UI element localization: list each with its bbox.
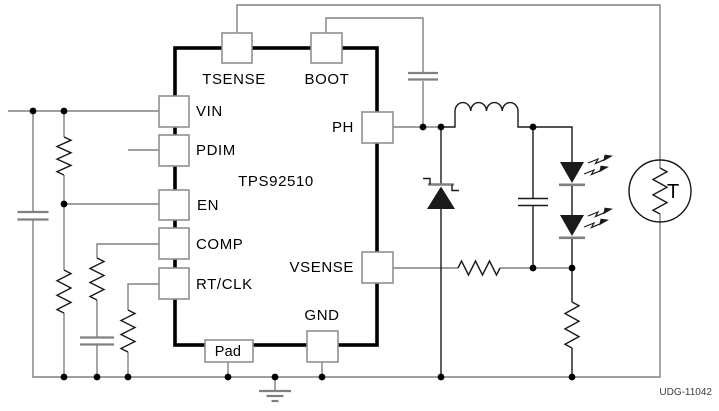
led-top-lead [533, 126, 573, 162]
labels: TSENSE BOOT VIN PDIM EN COMP RT/CLK PH V… [196, 71, 712, 398]
pin-label-rt-clk: RT/CLK [196, 276, 253, 293]
wires [8, 4, 661, 378]
pin-box-vin [158, 95, 190, 128]
pin-label-ph: PH [332, 119, 354, 136]
inductor [441, 101, 533, 128]
ground-rail [32, 214, 661, 378]
thermistor-label: T [667, 181, 679, 203]
led-current-sense-resistor [563, 301, 581, 377]
boot-capacitor [408, 71, 438, 81]
pin-label-comp: COMP [196, 236, 243, 253]
led-2-triangle [560, 215, 584, 236]
pin-box-ph [361, 111, 394, 144]
rt-clk-wire [127, 283, 159, 310]
pin-box-en [158, 189, 190, 221]
schottky-diode [423, 127, 459, 377]
ic-part-number: TPS92510 [238, 173, 314, 190]
tsense-to-thermistor-top-wire [236, 4, 661, 168]
figure-id: UDG-11042 [659, 387, 712, 398]
pin-label-en: EN [197, 197, 219, 214]
pin-label-gnd: GND [304, 307, 339, 324]
comp-capacitor [80, 336, 114, 346]
rt-clk-resistor [119, 309, 137, 353]
pin-box-tsense [221, 32, 253, 64]
led-1-triangle [560, 162, 584, 183]
pin-box-gnd [306, 330, 339, 363]
led-2-light-arrow-2 [583, 218, 610, 229]
schottky-hook-left [423, 177, 431, 185]
led-string [533, 126, 614, 302]
led-2 [559, 207, 614, 240]
schottky-hook-right [451, 184, 459, 192]
earth-ground [259, 377, 291, 403]
led-1-light-arrow-2 [583, 165, 610, 176]
comp-resistor [88, 257, 106, 301]
pad-box [204, 339, 254, 363]
pin-box-boot [310, 32, 343, 64]
boot-wire-upper [325, 17, 424, 72]
thermistor-resistor [651, 167, 669, 215]
pin-label-vsense: VSENSE [290, 259, 354, 276]
pin-box-pdim [158, 134, 190, 167]
junction-dots [29, 107, 576, 381]
led-1 [559, 154, 614, 187]
thermistor: T [628, 159, 692, 223]
comp-wire [96, 243, 159, 258]
output-capacitor [518, 127, 548, 268]
schottky-anode-triangle [427, 186, 455, 209]
pin-box-comp [158, 227, 190, 260]
pad-label: Pad [215, 344, 241, 360]
enable-divider-resistor-upper [55, 136, 73, 176]
enable-divider-resistor-lower [55, 269, 73, 314]
thermistor-circle [628, 159, 692, 223]
led-1-light-arrow-1 [587, 154, 614, 165]
pin-label-pdim: PDIM [196, 142, 236, 159]
pin-label-vin: VIN [196, 103, 223, 120]
pin-box-rt-clk [158, 267, 190, 300]
led-2-light-arrow-1 [587, 207, 614, 218]
input-capacitor [17, 210, 49, 221]
pin-label-tsense: TSENSE [202, 71, 266, 88]
ic-pin-boxes [158, 32, 394, 363]
pin-box-vsense [361, 251, 394, 284]
pin-label-boot: BOOT [305, 71, 350, 88]
vsense-series-resistor [457, 259, 501, 277]
